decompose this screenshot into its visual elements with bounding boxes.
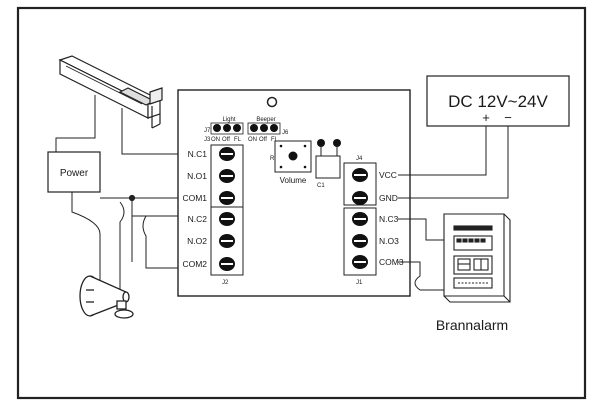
left-terminal-label: N.C2 xyxy=(188,214,208,224)
left-terminal-block xyxy=(210,144,244,276)
capacitor xyxy=(315,155,341,179)
j2-label: J2 xyxy=(222,280,229,286)
beeper-option-off: Off xyxy=(259,137,267,143)
right-terminal-label: VCC xyxy=(379,170,397,180)
light-header-label: Light xyxy=(222,117,235,123)
beeper-option-on: ON xyxy=(248,137,257,143)
c-label: C1 xyxy=(317,183,325,189)
power-label: Power xyxy=(60,168,89,179)
jumper-j6-label: J6 xyxy=(282,130,289,136)
fire-alarm-panel-icon xyxy=(443,213,511,303)
jumper-j7-label: J7 xyxy=(204,128,211,134)
light-option-on: ON xyxy=(211,137,220,143)
power-wires xyxy=(71,192,178,300)
dc-plus-label: + xyxy=(482,110,490,125)
left-terminal-label: N.O2 xyxy=(187,236,207,246)
siren-icon xyxy=(79,275,134,319)
beeper-jumper-pins xyxy=(250,124,278,132)
right-terminal-label: N.C3 xyxy=(379,214,399,224)
magnetic-lock-icon xyxy=(58,55,163,129)
j1-label: J1 xyxy=(356,280,363,286)
light-option-off: Off xyxy=(222,137,230,143)
left-terminal-label: COM1 xyxy=(182,193,207,203)
beeper-jumper xyxy=(247,122,281,135)
led-2 xyxy=(333,139,341,147)
power-box xyxy=(47,151,101,193)
alarm-wires xyxy=(398,218,444,291)
dc-supply-box xyxy=(426,75,570,127)
right-terminal-label: GND xyxy=(379,193,398,203)
left-terminal-label: N.O1 xyxy=(187,171,207,181)
light-jumper xyxy=(210,122,244,135)
volume-label: Volume xyxy=(280,176,307,185)
outer-frame xyxy=(16,6,587,400)
light-jumper-pins xyxy=(213,124,241,132)
pot-pin xyxy=(279,144,283,148)
light-option-fl: FL xyxy=(234,137,242,143)
jumper-j3-label: J3 xyxy=(204,137,211,143)
beeper-option-fl: FL xyxy=(271,137,279,143)
left-terminal-label: N.C1 xyxy=(188,149,208,159)
dc-supply-label: DC 12V~24V xyxy=(448,92,548,111)
dc-minus-label: − xyxy=(504,110,512,125)
right-terminal-label: N.O3 xyxy=(379,236,399,246)
right-terminal-label: COM3 xyxy=(379,257,404,267)
pot-pin xyxy=(279,165,283,169)
left-terminal-screws xyxy=(219,147,235,271)
right-terminal-screws xyxy=(352,168,368,269)
lock-wires xyxy=(55,95,178,155)
led-1 xyxy=(317,139,325,147)
left-terminal-label: COM2 xyxy=(182,259,207,269)
pot-pin xyxy=(303,144,307,148)
beeper-header-label: Beeper xyxy=(256,117,275,123)
r-label: R xyxy=(270,156,275,162)
fire-alarm-label: Brannalarm xyxy=(436,317,508,333)
j4-label: J4 xyxy=(356,156,363,162)
mounting-hole xyxy=(266,96,278,108)
volume-knob xyxy=(288,151,298,161)
pot-pin xyxy=(303,165,307,169)
supply-wires xyxy=(398,126,509,199)
